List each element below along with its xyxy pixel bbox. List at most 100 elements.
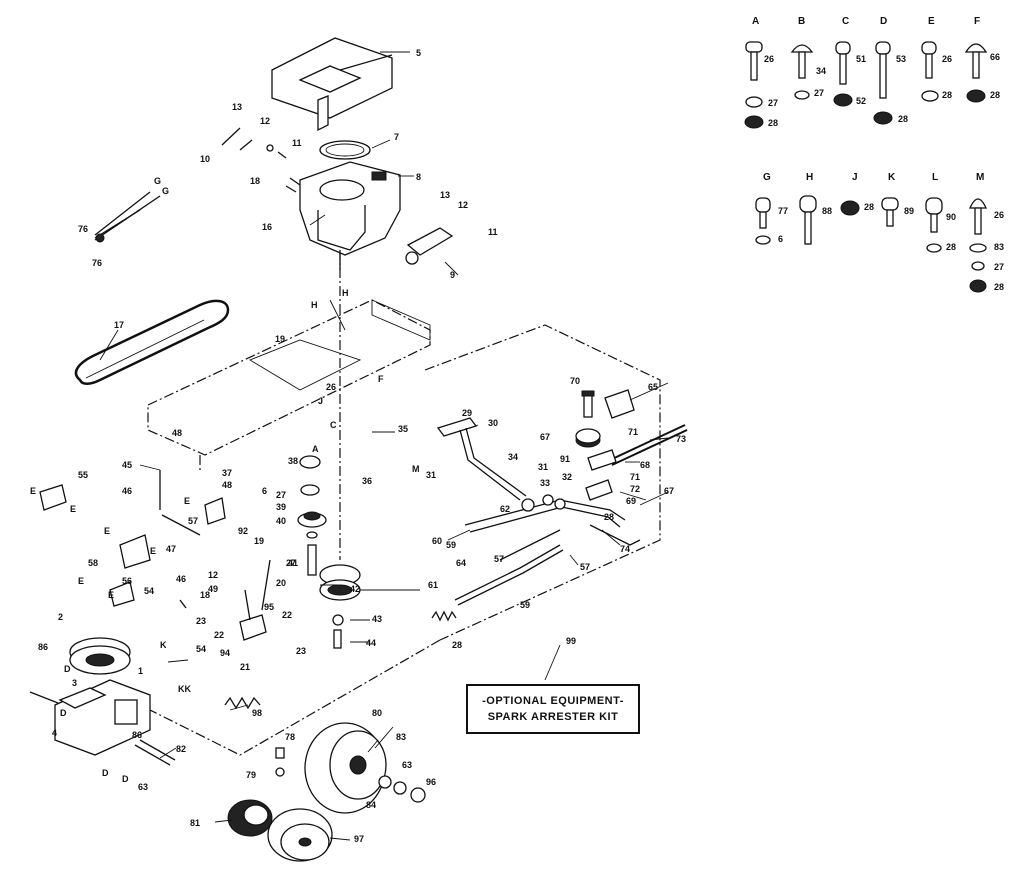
callout: 86	[38, 642, 48, 652]
bracket-65	[604, 389, 635, 419]
throttle-bracket	[405, 227, 454, 265]
callout: 46	[122, 486, 132, 496]
bolt-icon	[745, 41, 763, 81]
callout: KK	[178, 684, 191, 694]
wheel-hardware	[378, 775, 426, 803]
hw-num: 90	[946, 212, 956, 222]
callout: 30	[488, 418, 498, 428]
hw-num: 27	[814, 88, 824, 98]
callout: 2	[58, 612, 63, 622]
callout: 59	[446, 540, 456, 550]
callout: 10	[200, 154, 210, 164]
callout: 57	[188, 516, 198, 526]
callout: G	[154, 176, 161, 186]
callout: 55	[78, 470, 88, 480]
callout: 74	[620, 544, 630, 554]
callout: E	[104, 526, 110, 536]
bolt-icon	[925, 197, 943, 233]
clutch-rod	[454, 544, 564, 606]
fitting-78	[275, 747, 285, 777]
callout: 22	[214, 630, 224, 640]
washer-icon	[969, 243, 987, 253]
throttle-cable	[94, 191, 161, 243]
idler-arm	[239, 559, 271, 641]
callout: 98	[252, 708, 262, 718]
exhaust-shield	[271, 37, 393, 132]
hw-letter-k: K	[888, 172, 896, 183]
callout: 22	[282, 610, 292, 620]
hw-letter-c: C	[842, 16, 849, 27]
callout: 67	[540, 432, 550, 442]
callout: 62	[500, 504, 510, 514]
callout: E	[78, 576, 84, 586]
callout: 96	[426, 777, 436, 787]
bolt-icon	[968, 198, 988, 235]
callout: 31	[538, 462, 548, 472]
callout: 16	[262, 222, 272, 232]
leader-lines	[99, 51, 669, 841]
callout: 48	[172, 428, 182, 438]
callout: 68	[640, 460, 650, 470]
callout: 71	[630, 472, 640, 482]
callout: 20	[276, 578, 286, 588]
hw-num: 26	[764, 54, 774, 64]
bolt-icon	[790, 44, 814, 79]
callout: 31	[426, 470, 436, 480]
callout: 64	[456, 558, 466, 568]
callout: 27	[286, 558, 296, 568]
nut-icon	[833, 93, 853, 107]
bolt-icon	[881, 197, 899, 227]
washer-icon	[926, 243, 942, 253]
drive-belt	[74, 299, 230, 385]
callout: 11	[488, 227, 498, 237]
callout: 21	[240, 662, 250, 672]
hw-num: 51	[856, 54, 866, 64]
callout: D	[60, 708, 67, 718]
callout: 57	[494, 554, 504, 564]
washer-icon	[745, 96, 763, 108]
callout: 28	[604, 512, 614, 522]
callout: 18	[250, 176, 260, 186]
callout: E	[70, 504, 76, 514]
callout: 38	[288, 456, 298, 466]
washer-icon	[755, 235, 771, 245]
bolt-70	[581, 390, 595, 418]
callout: 58	[88, 558, 98, 568]
callout: 70	[570, 376, 580, 386]
callout: 73	[676, 434, 686, 444]
hw-num: 89	[904, 206, 914, 216]
hw-num: 28	[864, 202, 874, 212]
callout: 12	[458, 200, 468, 210]
spring-98	[224, 696, 261, 710]
callout: 36	[362, 476, 372, 486]
callout: 81	[190, 818, 200, 828]
callout: 1	[138, 666, 143, 676]
washer-icon	[921, 90, 939, 102]
rear-cable	[609, 424, 688, 466]
callout: J	[318, 396, 323, 406]
callout: 63	[138, 782, 148, 792]
nut-icon	[840, 200, 860, 216]
callout: 80	[372, 708, 382, 718]
callout: 5	[416, 48, 421, 58]
callout: 59	[520, 600, 530, 610]
callout: D	[102, 768, 109, 778]
callout: A	[312, 444, 319, 454]
callout: 84	[366, 800, 376, 810]
callout: 76	[92, 258, 102, 268]
callout: C	[330, 420, 337, 430]
hw-num: 88	[822, 206, 832, 216]
callout: 27	[276, 490, 286, 500]
callout: E	[184, 496, 190, 506]
callout: 37	[222, 468, 232, 478]
callout: D	[64, 664, 71, 674]
hw-num: 28	[898, 114, 908, 124]
callout: 48	[222, 480, 232, 490]
callout: 76	[78, 224, 88, 234]
bolt-icon	[875, 41, 891, 99]
hw-num: 77	[778, 206, 788, 216]
callout: 63	[402, 760, 412, 770]
optional-equipment-box: -OPTIONAL EQUIPMENT- SPARK ARRESTER KIT	[466, 684, 640, 734]
callout: K	[160, 640, 167, 650]
callout: H	[342, 288, 349, 298]
